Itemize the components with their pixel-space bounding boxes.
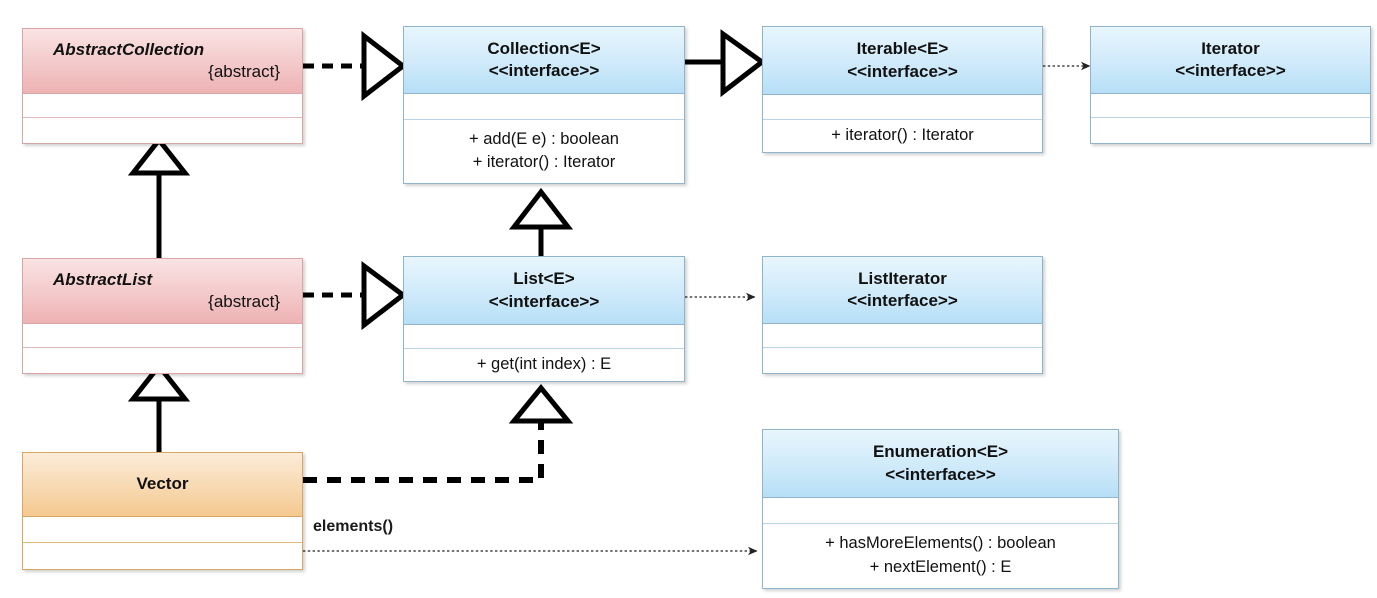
class-header-collection: Collection<E> <<interface>>	[404, 27, 684, 95]
class-stereotype-enumeration: <<interface>>	[885, 464, 996, 484]
edge-abstractlist-to-abstractcollection	[127, 135, 191, 263]
operations-compartment-vector	[23, 543, 302, 569]
operation-item: + hasMoreElements() : boolean	[825, 534, 1056, 553]
class-box-list[interactable]: List<E> <<interface>> + get(int index) :…	[403, 256, 685, 382]
class-name-list-iterator: ListIterator	[858, 268, 947, 288]
class-stereotype-iterator: <<interface>>	[1175, 60, 1286, 80]
class-header-iterable: Iterable<E> <<interface>>	[763, 27, 1042, 95]
operations-compartment-list-iterator	[763, 348, 1042, 373]
class-stereotype-abstract-list: {abstract}	[208, 291, 280, 311]
class-box-iterable[interactable]: Iterable<E> <<interface>> + iterator() :…	[762, 26, 1043, 153]
class-stereotype-collection: <<interface>>	[488, 61, 600, 81]
class-name-iterator: Iterator	[1201, 38, 1260, 58]
attributes-compartment-list	[404, 325, 684, 349]
operations-compartment-iterator	[1091, 118, 1370, 143]
operation-item: + nextElement() : E	[869, 558, 1012, 576]
class-stereotype-list: <<interface>>	[488, 291, 600, 311]
class-box-abstract-collection[interactable]: AbstractCollection {abstract}	[22, 28, 303, 144]
edge-vector-to-abstractlist	[127, 361, 191, 455]
class-box-enumeration[interactable]: Enumeration<E> <<interface>> + hasMoreEl…	[762, 429, 1119, 589]
operation-item: + iterator() : Iterator	[831, 126, 974, 145]
class-box-abstract-list[interactable]: AbstractList {abstract}	[22, 258, 303, 374]
edge-abstractcollection-to-collection	[303, 30, 408, 102]
attributes-compartment-enumeration	[763, 498, 1118, 524]
edge-label-elements: elements()	[313, 518, 394, 535]
operation-item: + iterator() : Iterator	[472, 153, 616, 172]
attributes-compartment-iterator	[1091, 93, 1370, 119]
class-header-abstract-list: AbstractList {abstract}	[23, 259, 302, 324]
operations-compartment-enumeration: + hasMoreElements() : boolean + nextElem…	[763, 524, 1118, 588]
class-header-enumeration: Enumeration<E> <<interface>>	[763, 430, 1118, 498]
edge-vector-to-list	[303, 384, 574, 483]
class-header-abstract-collection: AbstractCollection {abstract}	[23, 29, 302, 94]
class-name-vector: Vector	[136, 474, 189, 494]
class-stereotype-list-iterator: <<interface>>	[847, 290, 958, 310]
class-header-iterator: Iterator <<interface>>	[1091, 27, 1370, 94]
class-name-abstract-list: AbstractList	[53, 269, 153, 289]
edge-abstractlist-to-list	[303, 261, 408, 331]
class-stereotype-abstract-collection: {abstract}	[208, 61, 280, 81]
class-name-list: List<E>	[513, 269, 575, 289]
class-box-vector[interactable]: Vector	[22, 452, 303, 570]
class-box-iterator[interactable]: Iterator <<interface>>	[1090, 26, 1371, 144]
operations-compartment-abstract-list	[23, 348, 302, 373]
attributes-compartment-collection	[404, 94, 684, 120]
attributes-compartment-iterable	[763, 95, 1042, 120]
attributes-compartment-abstract-collection	[23, 93, 302, 119]
class-name-abstract-collection: AbstractCollection	[53, 39, 205, 59]
operations-compartment-iterable: + iterator() : Iterator	[763, 120, 1042, 152]
class-header-vector: Vector	[23, 453, 302, 517]
edge-collection-to-iterable	[685, 29, 767, 98]
class-box-list-iterator[interactable]: ListIterator <<interface>>	[762, 256, 1043, 374]
operation-item: + get(int index) : E	[476, 355, 612, 374]
operation-item: + add(E e) : boolean	[469, 129, 619, 148]
attributes-compartment-list-iterator	[763, 323, 1042, 349]
attributes-compartment-abstract-list	[23, 323, 302, 349]
edge-list-to-collection	[508, 187, 574, 262]
class-name-enumeration: Enumeration<E>	[872, 442, 1009, 462]
class-header-list: List<E> <<interface>>	[404, 257, 684, 325]
operations-compartment-collection: + add(E e) : boolean + iterator() : Iter…	[404, 119, 684, 183]
operations-compartment-list: + get(int index) : E	[404, 349, 684, 381]
operations-compartment-abstract-collection	[23, 118, 302, 143]
class-header-list-iterator: ListIterator <<interface>>	[763, 257, 1042, 324]
class-name-iterable: Iterable<E>	[856, 39, 949, 59]
attributes-compartment-vector	[23, 517, 302, 543]
class-stereotype-iterable: <<interface>>	[847, 61, 958, 81]
class-name-collection: Collection<E>	[487, 38, 601, 58]
class-box-collection[interactable]: Collection<E> <<interface>> + add(E e) :…	[403, 26, 685, 184]
